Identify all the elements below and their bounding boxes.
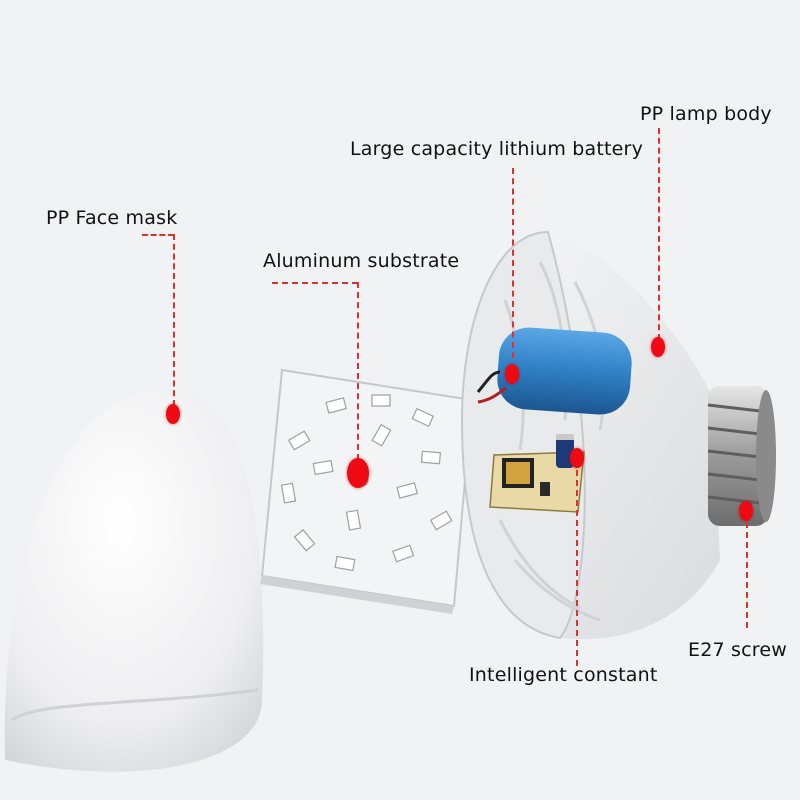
lithium-battery bbox=[476, 327, 632, 415]
leader-lamp-body-v bbox=[658, 128, 660, 340]
label-battery: Large capacity lithium battery bbox=[350, 138, 644, 160]
leader-aluminum-h bbox=[272, 282, 358, 284]
leader-face-mask-v bbox=[173, 234, 175, 406]
marker-battery bbox=[505, 364, 519, 384]
marker-lamp-body bbox=[651, 337, 665, 357]
aluminum-substrate-board bbox=[260, 368, 474, 614]
lamp-body-bowl bbox=[460, 230, 720, 640]
marker-e27-screw bbox=[739, 501, 753, 521]
leader-screw-v bbox=[746, 522, 748, 628]
marker-aluminum-substrate bbox=[347, 458, 369, 488]
label-aluminum-substrate: Aluminum substrate bbox=[263, 250, 460, 272]
label-face-mask: PP Face mask bbox=[46, 207, 178, 229]
label-e27-screw: E27 screw bbox=[688, 639, 787, 661]
leader-aluminum-v bbox=[357, 282, 359, 460]
label-intelligent-constant: Intelligent constant bbox=[469, 664, 658, 686]
label-pp-lamp-body: PP lamp body bbox=[640, 103, 772, 125]
e27-screw bbox=[707, 386, 776, 526]
leader-face-mask-h bbox=[142, 234, 174, 236]
marker-circuit bbox=[570, 448, 584, 468]
leader-circuit-v bbox=[576, 470, 578, 666]
driver-circuit-board bbox=[489, 434, 585, 513]
face-mask-dome bbox=[4, 387, 264, 772]
leader-battery-v bbox=[512, 168, 514, 358]
marker-face-mask bbox=[166, 404, 180, 424]
